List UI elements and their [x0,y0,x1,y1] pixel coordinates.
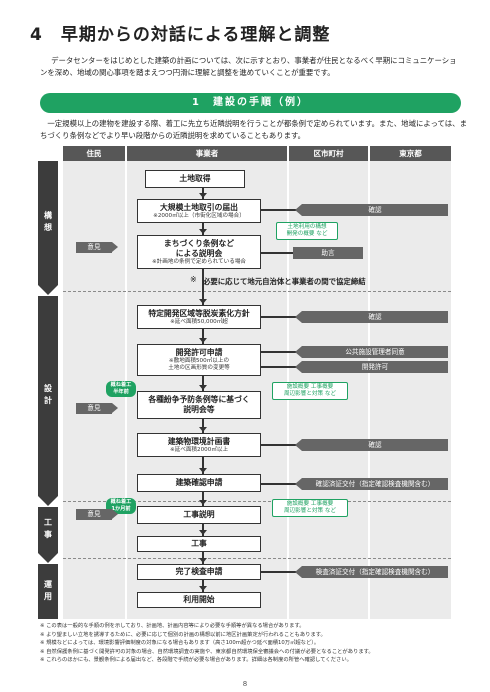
footnote: ※ この表は一般的な手順の例を示しており、計画地、計画内容等により必要な手順等が… [40,623,305,629]
phase-divider [63,501,451,502]
agreement-note: 必要に応じて地元自治体と事業者の間で協定締結 [203,277,366,286]
step-completion-inspection: 完了検査申請 [137,564,261,580]
development-permission: 開発許可 [295,361,448,373]
arrow-head [199,558,207,563]
section-description: 一定規模以上の建物を建設する際、着工に先立ち近隣説明を行うことが都条例で定められ… [40,119,467,140]
connector [261,316,299,318]
note-facility-outline: 施設概要 工事概要 周辺影響と対策 など [272,382,348,400]
arrow-head [199,468,207,473]
step-building-confirmation: 建築確認申請 [137,474,261,492]
phase-chevron [38,496,58,506]
resident-opinion-1: 意見 [76,242,118,253]
note-land-use-concept: 土地利用の構想 開発の概要 など [276,222,338,240]
public-facility-consent: 公共施設管理者同意 [295,346,448,358]
tokyo-confirm-2: 確認 [295,311,448,323]
connector [261,483,299,485]
phase-chevron [38,285,58,295]
arrow-head [199,500,207,505]
connector [261,252,293,254]
connector [261,366,299,368]
inspection-certificate: 検査済証交付（指定確認検査機関含む） [295,566,448,578]
connector [261,351,299,353]
step-start-of-use: 利用開始 [137,592,261,608]
municipality-advice: 助言 [293,247,363,259]
phase-chevron [38,553,58,563]
phase-concept: 構想 [38,161,58,285]
arrow-head [199,338,207,343]
connector [261,444,299,446]
footnote: ※ これらのほかにも、景観条例による届出など、各段階で手続が必要な場合があります… [40,657,352,664]
column-header-tokyo: 東京都 [370,146,451,161]
step-dispute-prevention-briefing: 各種紛争予防条例等に基づく 説明会等 [137,391,261,419]
page-number: 8 [242,680,248,688]
section-banner: 1 建設の手順（例） [40,93,461,113]
arrow-head [199,385,207,390]
footnote: ※ より望ましい立地を誘導するために、必要に応じて個別の計画の構想以前に地区計画… [40,631,326,638]
tokyo-confirm-3: 確認 [295,439,448,451]
lane-tokyo [370,161,451,619]
resident-opinion-2: 意見 [76,403,118,414]
column-header-operator: 事業者 [127,146,287,161]
step-environmental-plan: 建築物環境計画書※延べ面積2000㎡以上 [137,433,261,457]
footnote: ※ 規模などによっては、環境影響評価制度の対象になる場合もあります（高さ100m… [40,640,320,647]
step-decarbonization-policy: 特定開発区域等脱炭素化方針※延べ面積50,000㎡超 [137,305,261,329]
column-header-municipality: 区市町村 [289,146,368,161]
agreement-mark: ※ [190,275,197,284]
step-development-permit: 開発許可申請※敷地面積500㎡以上の 土地の区画形質の変更等 [137,344,261,376]
arrow-head [199,530,207,535]
footnote: ※ 自然保護条例に基づく開発許可の対象の場合、自然環境調査の実施や、東京都自然環… [40,648,374,655]
note-facility-outline-construction: 施設概要 工事概要 周辺影響と対策 など [272,499,348,517]
confirmation-certificate: 確認済証交付（指定確認検査機関含む） [295,478,448,490]
timing-half-year: 概ね着工 半年前 [106,381,136,397]
step-land-transaction-notice: 大規模土地取引の届出※2000㎡以上（市街化区域の場合） [137,199,261,223]
phase-operation: 運用 [38,564,58,619]
tokyo-confirm-1: 確認 [295,204,448,216]
arrow-head [199,586,207,591]
arrow-head [199,193,207,198]
arrow-head [199,229,207,234]
phase-design: 設計 [38,296,58,496]
column-header-residents: 住民 [63,146,125,161]
step-construction-briefing: 工事説明 [137,506,261,524]
footnotes: ※ この表は一般的な手順の例を示しており、計画地、計画内容等により必要な手順等が… [40,622,470,665]
phase-construction: 工事 [38,507,58,553]
connector [261,209,299,211]
step-land-acquisition: 土地取得 [145,170,245,188]
step-construction: 工事 [137,536,261,552]
intro-paragraph: データセンターをはじめとした建築の計画については、次に示すとおり、事業者が住民と… [40,56,457,77]
connector [261,571,299,573]
step-briefing-session: まちづくり条例など による説明会※計画地の条例で定められている場合 [137,235,261,269]
resident-opinion-3: 意見 [76,509,118,520]
arrow-head [199,299,207,304]
arrow-head [199,427,207,432]
phase-divider [63,558,451,559]
phase-divider [63,291,451,292]
